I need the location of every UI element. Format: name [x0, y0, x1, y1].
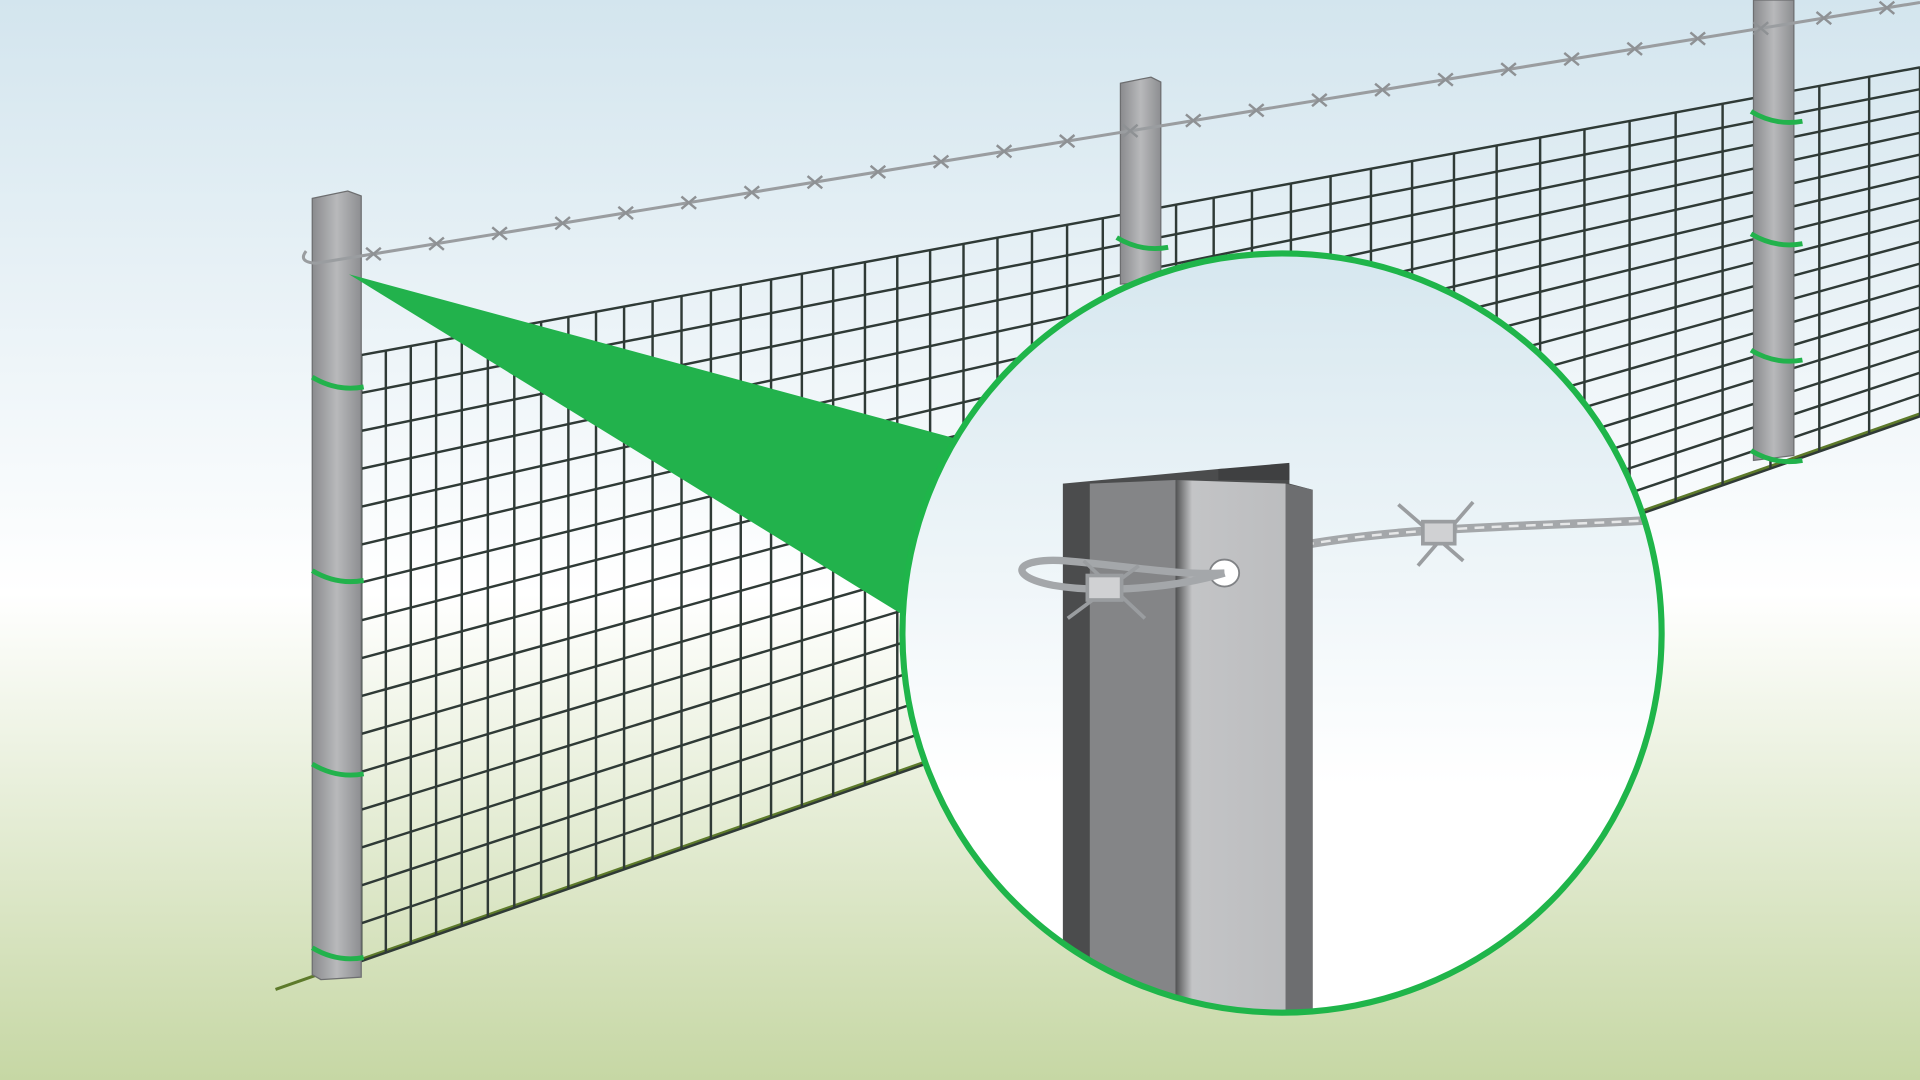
fence-post-left: [311, 190, 362, 981]
wire-barb: [932, 154, 950, 169]
wire-barb: [554, 216, 571, 231]
wire-barb: [1878, 0, 1896, 15]
wire-clip: [1749, 231, 1803, 248]
detail-circle-border: [899, 250, 1665, 1016]
wire-barb: [1500, 62, 1517, 77]
wire-barb: [428, 236, 445, 251]
wire-barb: [1563, 52, 1580, 67]
wire-barb: [1626, 41, 1643, 56]
wire-clip: [310, 761, 365, 778]
wire-clip: [310, 945, 365, 962]
fence-post-right: [1752, 0, 1795, 462]
barbed-wire: [301, 0, 1920, 265]
wire-clip: [1749, 448, 1803, 465]
wire-barb: [491, 226, 508, 241]
post-clips: [310, 109, 1803, 962]
wire-clip: [310, 375, 365, 391]
wire-barbs: [365, 0, 1896, 261]
wire-barb: [617, 205, 634, 220]
detail-barbed-wire-front: [1018, 556, 1226, 593]
wire-barb: [806, 175, 824, 190]
wire-barb: [743, 185, 760, 200]
zoom-callout-pointer: [348, 274, 956, 619]
wire-barb: [680, 195, 697, 210]
wire-barb: [1815, 11, 1833, 26]
wire-barb: [1122, 123, 1139, 138]
wire-barb: [1185, 113, 1202, 128]
detail-barb-back: [1397, 500, 1475, 567]
detail-circle: [899, 250, 1665, 1016]
wire-barb: [1374, 82, 1391, 97]
wire-barb: [365, 246, 382, 261]
detail-t-post: [1062, 462, 1313, 1011]
fence-post-middle: [1119, 76, 1162, 285]
wire-clip: [1749, 348, 1803, 364]
wire-barb: [1059, 134, 1076, 149]
wire-barb: [869, 164, 887, 179]
wire-clip: [1115, 235, 1169, 252]
wire-clip: [310, 568, 365, 585]
wire-barb: [1752, 21, 1769, 36]
wire-barb: [1311, 93, 1328, 108]
wire-barb: [1248, 103, 1265, 118]
detail-barb-front: [1066, 559, 1147, 620]
wire-barb: [1437, 72, 1454, 87]
wire-barb: [1689, 31, 1706, 46]
wire-clip: [1749, 109, 1803, 125]
wire-barb: [995, 144, 1013, 159]
